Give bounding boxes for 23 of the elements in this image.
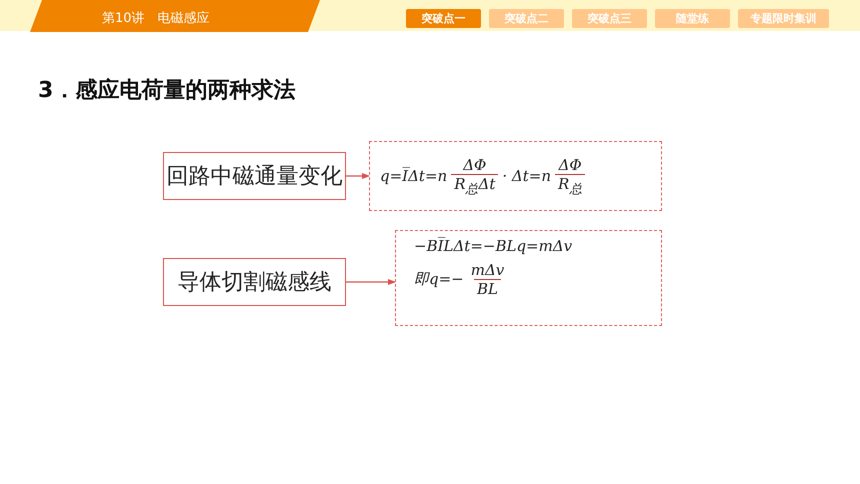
fraction-numerator: mΔv: [470, 261, 506, 279]
formula-text: q=I̅Δt=n: [380, 167, 448, 185]
tab: 突破点三: [572, 9, 647, 28]
arrow: [346, 173, 370, 179]
tab: 突破点二: [489, 9, 564, 28]
formula-box: [369, 141, 662, 211]
fraction-denominator: R$_{总}$: [555, 174, 586, 196]
formula-box: [395, 230, 662, 326]
fraction-numerator: ΔΦ: [557, 156, 583, 174]
heading: 3．感应电荷量的两种求法: [38, 76, 296, 105]
formula-text: 即q=−: [414, 270, 464, 289]
tab: 随堂练: [655, 9, 730, 28]
fraction-denominator: R$_{总}$Δt: [451, 174, 498, 196]
tab: 专题限时集训: [738, 9, 829, 28]
fraction-numerator: ΔΦ: [462, 156, 488, 174]
tab: 突破点一: [406, 9, 481, 28]
arrow: [346, 279, 396, 285]
process-box: 回路中磁通量变化: [163, 152, 346, 200]
fraction-denominator: BL: [474, 279, 501, 298]
formula-text: · Δt=n: [502, 167, 551, 185]
process-box: 导体切割磁感线: [163, 258, 346, 306]
chapter-title: 第10讲 电磁感应: [102, 10, 210, 27]
formula-text: −BI̅LΔt=−BLq=mΔv: [414, 237, 574, 255]
